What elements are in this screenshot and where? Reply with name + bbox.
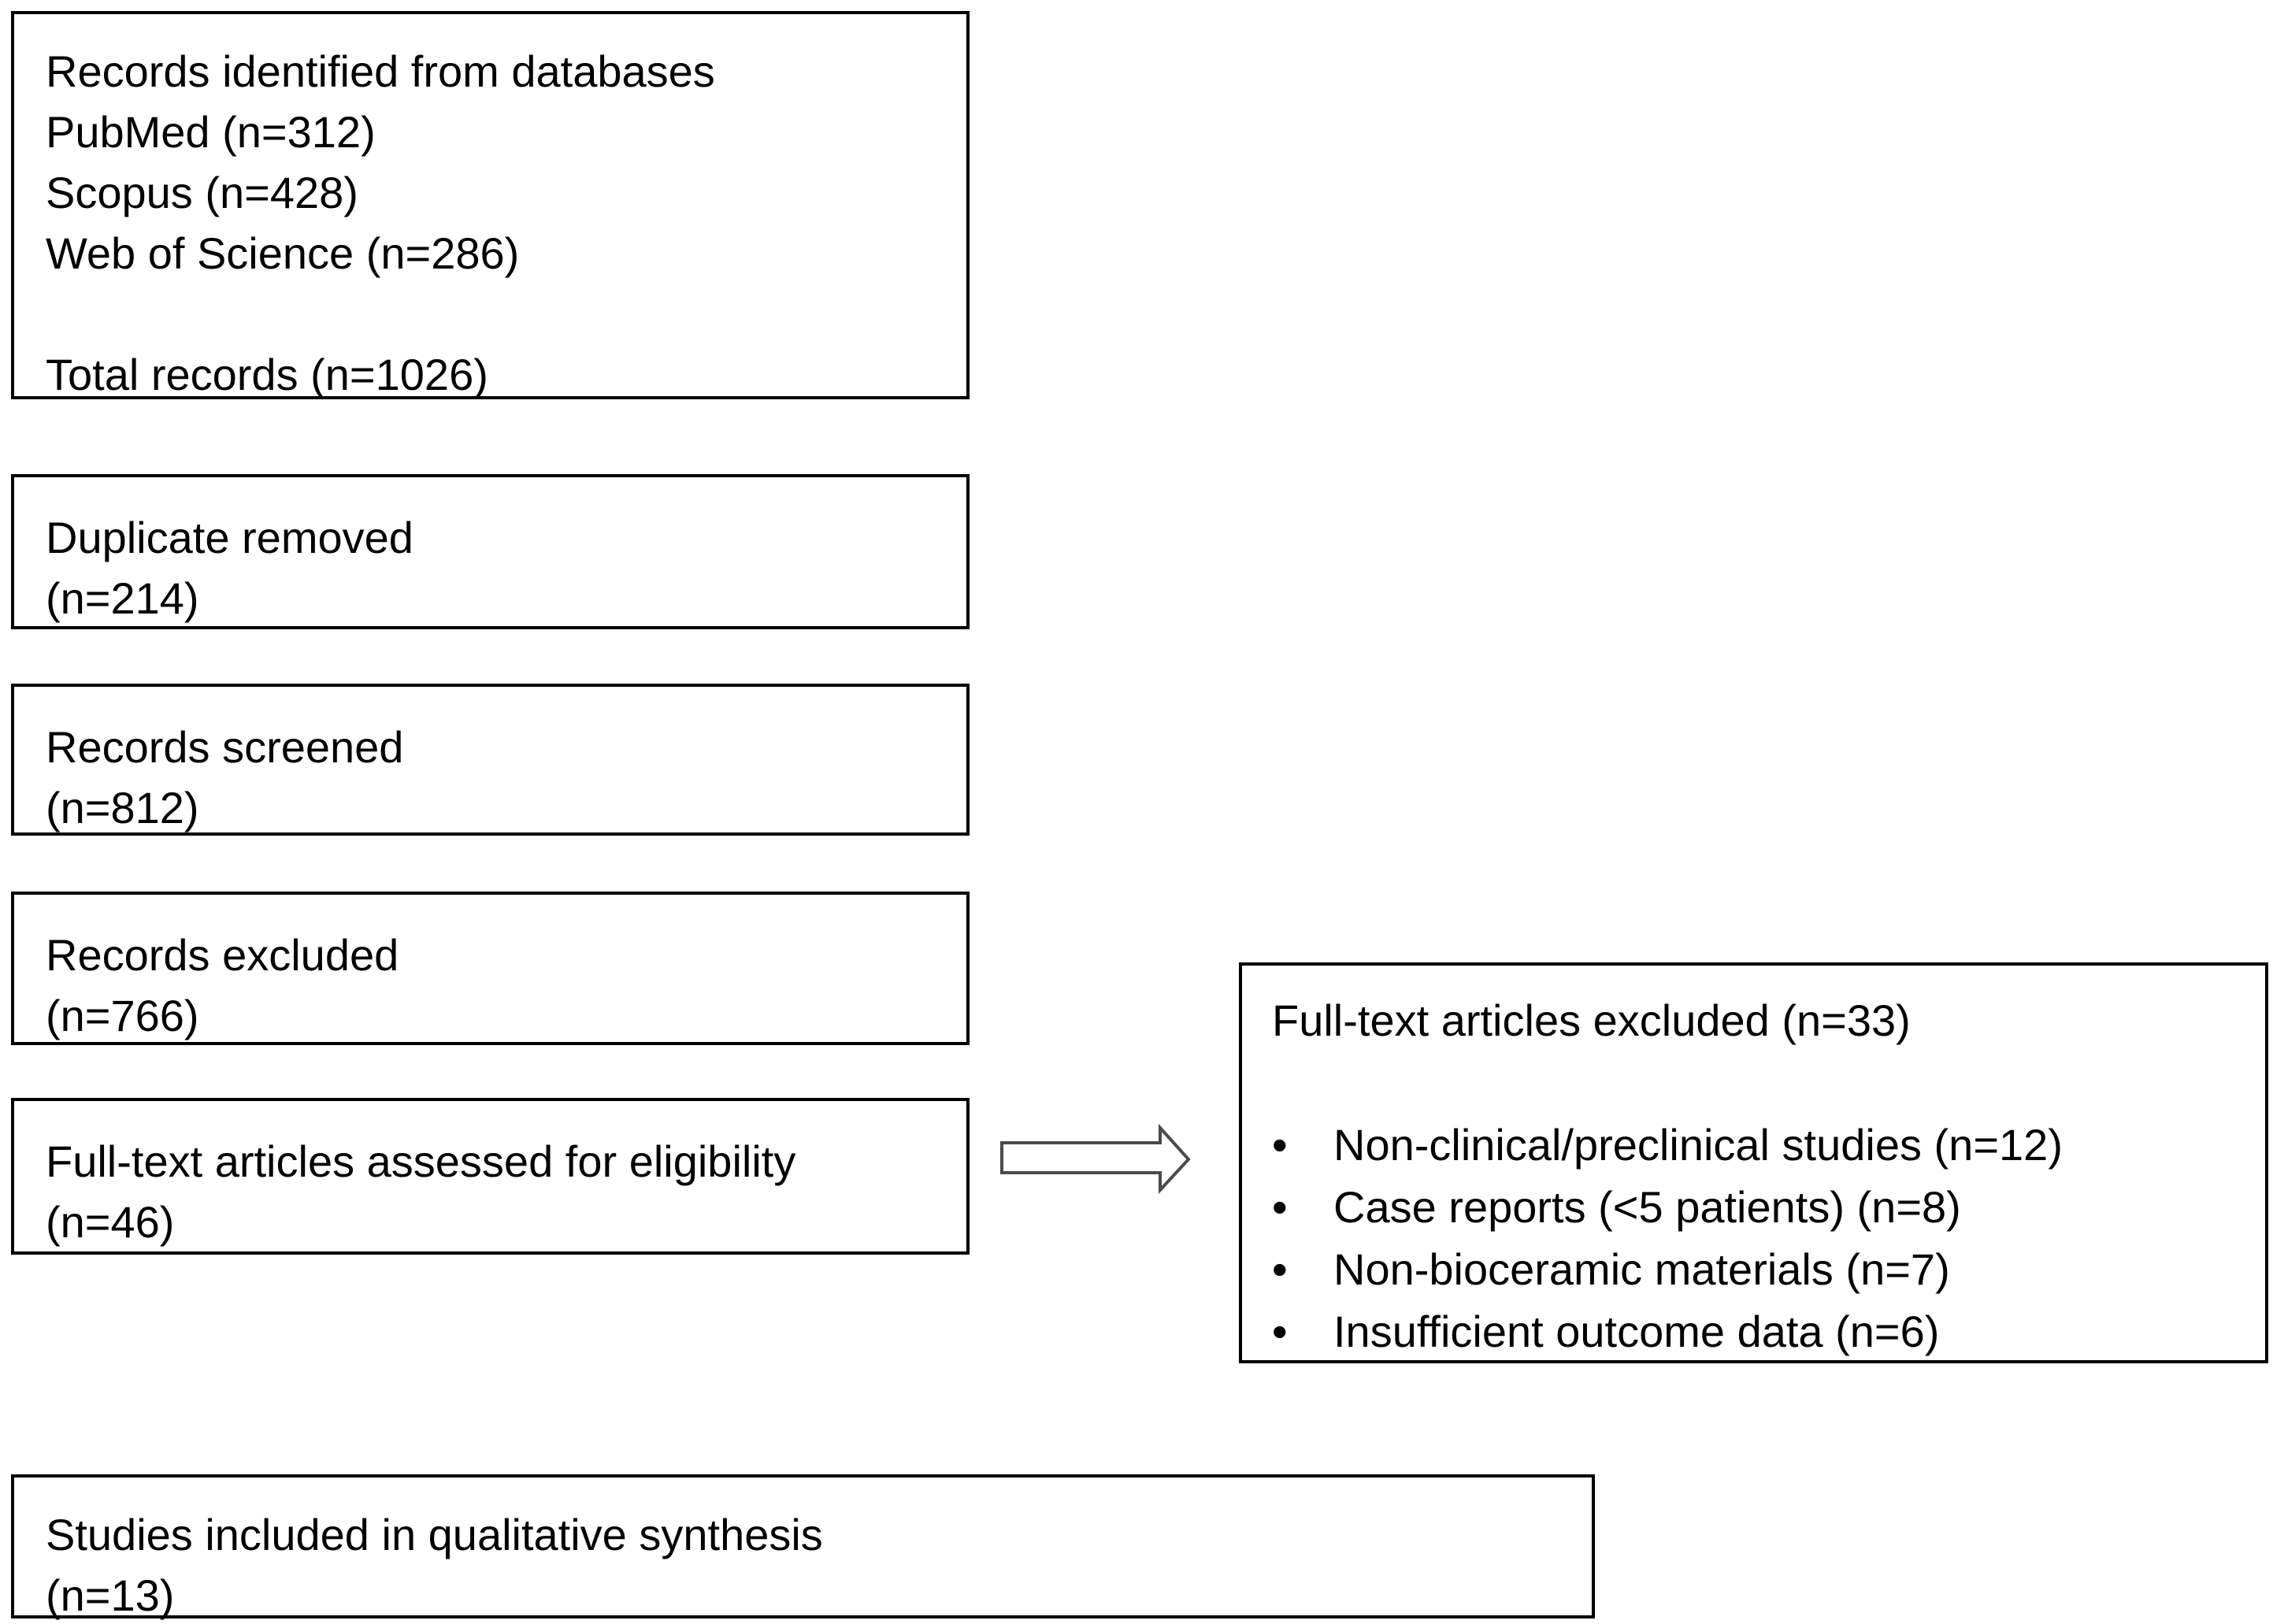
box-text-line: Records excluded [46, 930, 399, 980]
box-fulltext-excluded: Full-text articles excluded (n=33) • Non… [1239, 962, 2268, 1363]
excluded-reason-text: Case reports (<5 patients) (n=8) [1333, 1182, 1961, 1232]
box-text-line-blank [1272, 1051, 2243, 1114]
box-duplicates-removed: Duplicate removed (n=214) [11, 474, 970, 629]
box-studies-included: Studies included in qualitative synthesi… [11, 1474, 1595, 1620]
box-records-screened: Records screened (n=812) [11, 684, 970, 836]
bullet-icon: • [1272, 1182, 1288, 1232]
box-text-line: PubMed (n=312) [46, 107, 376, 157]
box-text-line: Scopus (n=428) [46, 168, 358, 217]
arrow-shape [1000, 1123, 1191, 1195]
flow-arrow-right-icon [1000, 1123, 1191, 1195]
box-text-line: Duplicate removed [46, 513, 413, 562]
box-records-excluded: Records excluded (n=766) [11, 892, 970, 1045]
excluded-reason-text: Insufficient outcome data (n=6) [1333, 1307, 1940, 1356]
bullet-icon: • [1272, 1307, 1288, 1356]
excluded-reason-item: • Non-clinical/preclinical studies (n=12… [1272, 1114, 2243, 1176]
box-fulltext-assessed: Full-text articles assessed for eligibil… [11, 1098, 970, 1255]
box-text-line: Studies included in qualitative synthesi… [46, 1510, 823, 1559]
box-text-line: (n=766) [46, 991, 199, 1040]
box-text-line: Total records (n=1026) [46, 350, 488, 399]
excluded-reason-item: • Non-bioceramic materials (n=7) [1272, 1238, 2243, 1300]
box-text-line: Full-text articles assessed for eligibil… [46, 1136, 796, 1186]
box-text-line: Records identified from databases [46, 46, 715, 96]
excluded-reason-text: Non-clinical/preclinical studies (n=12) [1333, 1120, 2063, 1170]
box-text-line: (n=214) [46, 573, 199, 623]
excluded-reason-item: • Insufficient outcome data (n=6) [1272, 1300, 2243, 1363]
excluded-reason-text: Non-bioceramic materials (n=7) [1333, 1244, 1950, 1294]
box-text-line: Web of Science (n=286) [46, 228, 520, 278]
bullet-icon: • [1272, 1120, 1288, 1170]
box-text-line-blank [46, 284, 944, 344]
bullet-icon: • [1272, 1244, 1288, 1294]
box-text-line: (n=13) [46, 1570, 175, 1620]
excluded-reason-item: • Case reports (<5 patients) (n=8) [1272, 1176, 2243, 1238]
box-text-line: Records screened [46, 722, 404, 772]
box-text-line: (n=46) [46, 1197, 175, 1247]
box-title-line: Full-text articles excluded (n=33) [1272, 996, 1911, 1045]
box-records-identified: Records identified from databases PubMed… [11, 11, 970, 399]
box-text-line: (n=812) [46, 783, 199, 832]
